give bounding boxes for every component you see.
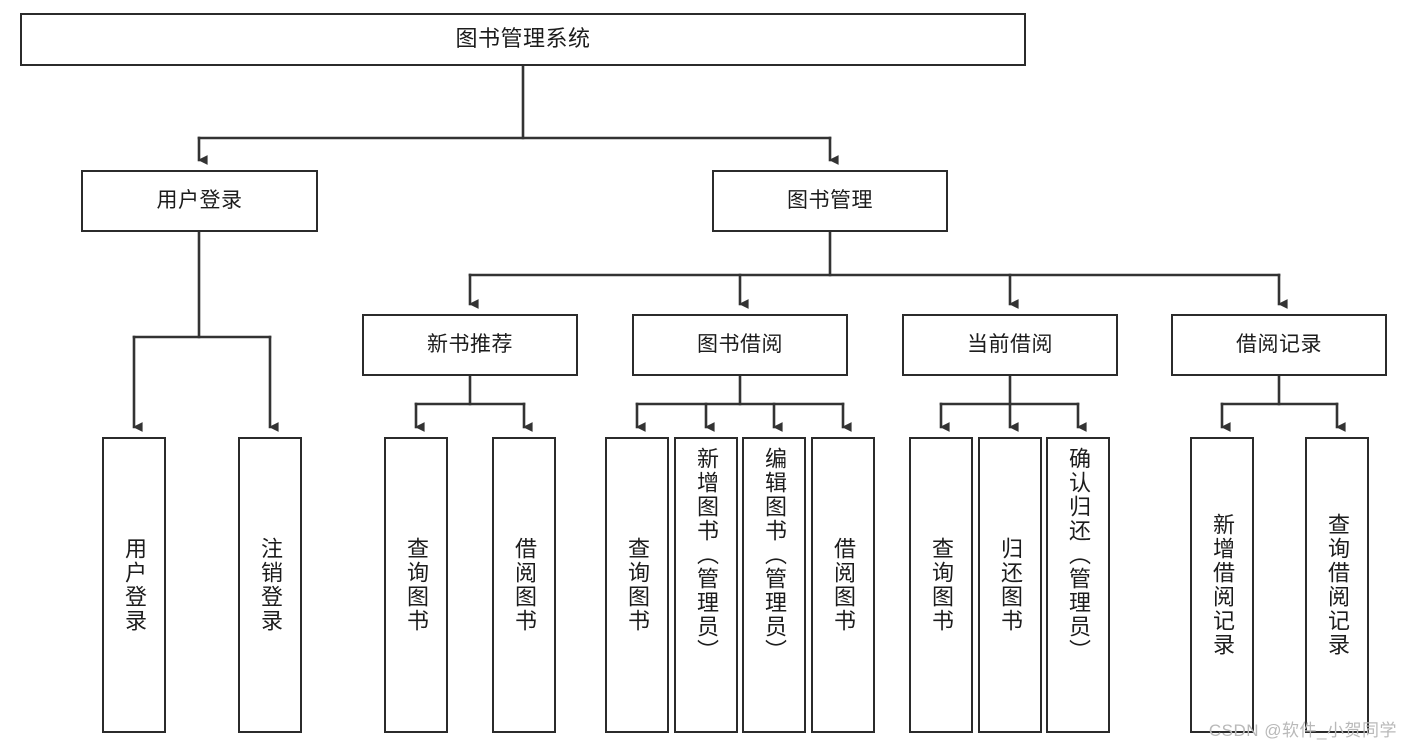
node-user-login[interactable]: 用户登录 bbox=[81, 170, 318, 232]
leaf-query-borrow-record[interactable]: 查询借阅记录 bbox=[1305, 437, 1369, 733]
node-label: 查询图书 bbox=[404, 537, 429, 633]
leaf-return-book[interactable]: 归还图书 bbox=[978, 437, 1042, 733]
node-label: 新增借阅记录 bbox=[1210, 513, 1235, 657]
leaf-query-book-recommend[interactable]: 查询图书 bbox=[384, 437, 448, 733]
leaf-confirm-return-admin[interactable]: 确认归还（管理员） bbox=[1046, 437, 1110, 733]
node-label: 用户登录 bbox=[122, 537, 147, 633]
node-current-borrow[interactable]: 当前借阅 bbox=[902, 314, 1118, 376]
leaf-edit-book-admin[interactable]: 编辑图书（管理员） bbox=[742, 437, 806, 733]
node-borrow-record[interactable]: 借阅记录 bbox=[1171, 314, 1387, 376]
node-label: 查询图书 bbox=[625, 537, 650, 633]
node-label: 用户登录 bbox=[156, 189, 243, 213]
node-label: 新书推荐 bbox=[427, 333, 513, 357]
node-book-management[interactable]: 图书管理 bbox=[712, 170, 948, 232]
node-label: 编辑图书（管理员） bbox=[762, 447, 787, 663]
leaf-borrow-book-recommend[interactable]: 借阅图书 bbox=[492, 437, 556, 733]
node-label: 归还图书 bbox=[998, 537, 1023, 633]
csdn-watermark: CSDN @软件_小贺同学 bbox=[1208, 721, 1397, 740]
node-label: 注销登录 bbox=[258, 537, 283, 633]
leaf-borrow-book[interactable]: 借阅图书 bbox=[811, 437, 875, 733]
node-label: 借阅图书 bbox=[831, 537, 856, 633]
leaf-logout[interactable]: 注销登录 bbox=[238, 437, 302, 733]
node-label: 图书管理 bbox=[787, 189, 873, 213]
node-label: 图书管理系统 bbox=[455, 26, 591, 52]
node-label: 查询图书 bbox=[929, 537, 954, 633]
leaf-query-book-borrow[interactable]: 查询图书 bbox=[605, 437, 669, 733]
node-root-book-management-system[interactable]: 图书管理系统 bbox=[20, 13, 1026, 66]
node-label: 借阅图书 bbox=[512, 537, 537, 633]
leaf-query-book-current[interactable]: 查询图书 bbox=[909, 437, 973, 733]
node-new-book-recommend[interactable]: 新书推荐 bbox=[362, 314, 578, 376]
node-label: 确认归还（管理员） bbox=[1066, 447, 1091, 663]
node-label: 当前借阅 bbox=[967, 333, 1053, 357]
leaf-user-login[interactable]: 用户登录 bbox=[102, 437, 166, 733]
node-label: 新增图书（管理员） bbox=[694, 447, 719, 663]
node-label: 借阅记录 bbox=[1236, 333, 1322, 357]
leaf-add-book-admin[interactable]: 新增图书（管理员） bbox=[674, 437, 738, 733]
node-label: 图书借阅 bbox=[697, 333, 783, 357]
node-label: 查询借阅记录 bbox=[1325, 513, 1350, 657]
leaf-add-borrow-record[interactable]: 新增借阅记录 bbox=[1190, 437, 1254, 733]
node-book-borrow[interactable]: 图书借阅 bbox=[632, 314, 848, 376]
